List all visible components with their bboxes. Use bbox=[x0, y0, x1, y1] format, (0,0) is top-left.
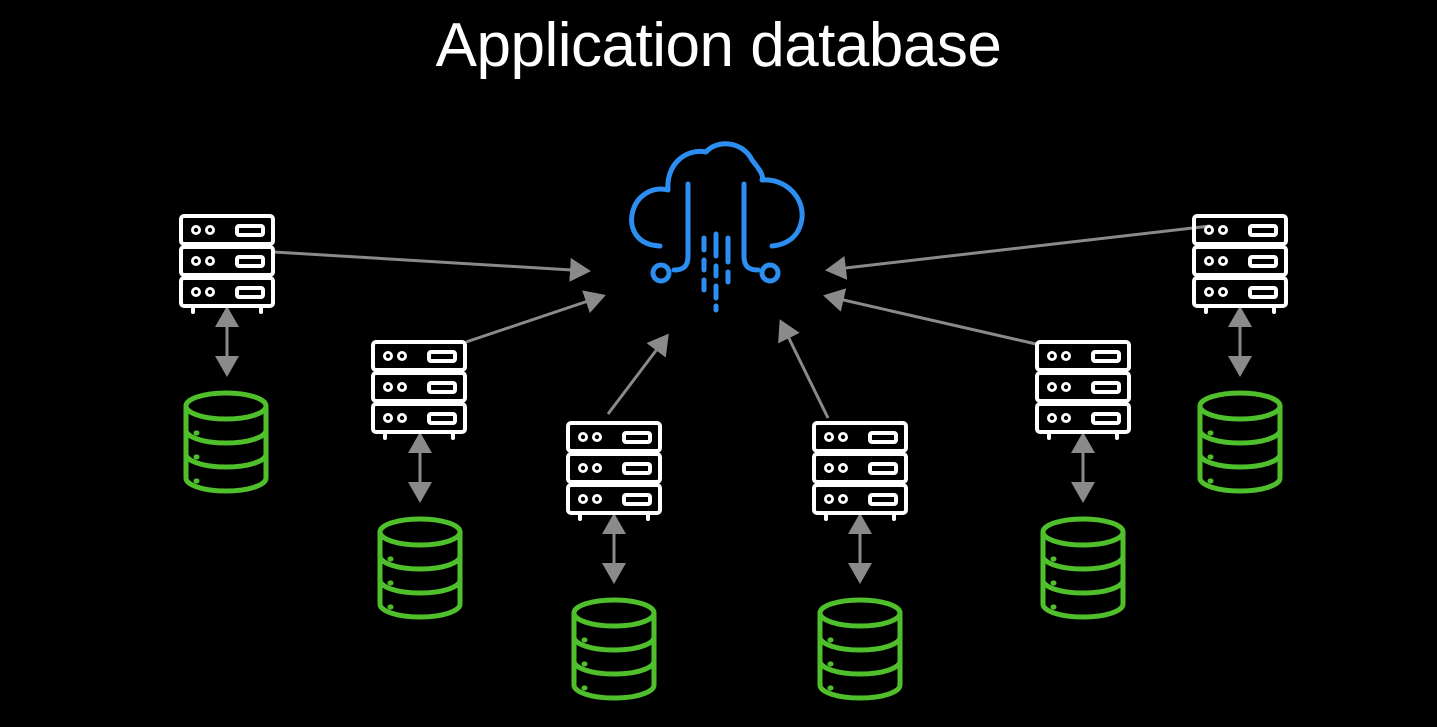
database-icon bbox=[574, 600, 654, 698]
cloud-network-icon bbox=[629, 141, 805, 313]
arrow-server-6-to-cloud bbox=[825, 224, 1211, 280]
server-rack-icon bbox=[566, 421, 662, 521]
arrow-server-3-to-cloud bbox=[606, 333, 669, 415]
server-rack-icon bbox=[371, 340, 467, 440]
server-database-links bbox=[215, 306, 1252, 584]
server-rack-icon bbox=[812, 421, 908, 521]
server-rack-icon bbox=[179, 214, 275, 314]
database-icon bbox=[820, 600, 900, 698]
server-rack-icon bbox=[1035, 340, 1131, 440]
database-icon bbox=[1200, 393, 1280, 491]
database-icon bbox=[1043, 519, 1123, 617]
arrow-server-1-to-cloud bbox=[273, 250, 591, 282]
database-icon bbox=[380, 519, 460, 617]
arrow-server-5-to-cloud bbox=[823, 288, 1037, 346]
server-rack-icon bbox=[1192, 214, 1288, 314]
database-icon bbox=[186, 393, 266, 491]
arrow-server-4-to-cloud bbox=[778, 319, 830, 419]
arrow-server-2-to-cloud bbox=[465, 290, 606, 344]
server-to-cloud-arrows bbox=[273, 224, 1211, 419]
slide-title: Application database bbox=[435, 11, 1002, 80]
